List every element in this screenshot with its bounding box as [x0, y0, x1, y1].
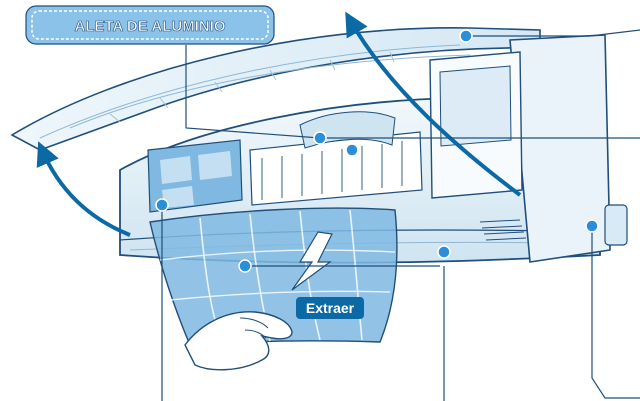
- extract-label: Extraer: [296, 297, 364, 319]
- vent-lines: [479, 219, 527, 241]
- aluminium-fin-label-text: ALETA DE ALUMINIO: [74, 18, 225, 35]
- aluminium-fin-label: ALETA DE ALUMINIO: [25, 5, 275, 45]
- panel-lift-arrow-left: [36, 141, 131, 237]
- extract-arrow: [291, 231, 333, 291]
- callout-dots: [155, 29, 599, 273]
- front-panel-open: [10, 27, 541, 151]
- extract-label-text: Extraer: [306, 300, 355, 316]
- hand-illustration: [184, 311, 293, 371]
- panel-lift-arrow-right: [345, 11, 522, 197]
- side-casing: [429, 34, 628, 263]
- callout-lines: [161, 29, 640, 401]
- inner-filter-left: [147, 139, 243, 213]
